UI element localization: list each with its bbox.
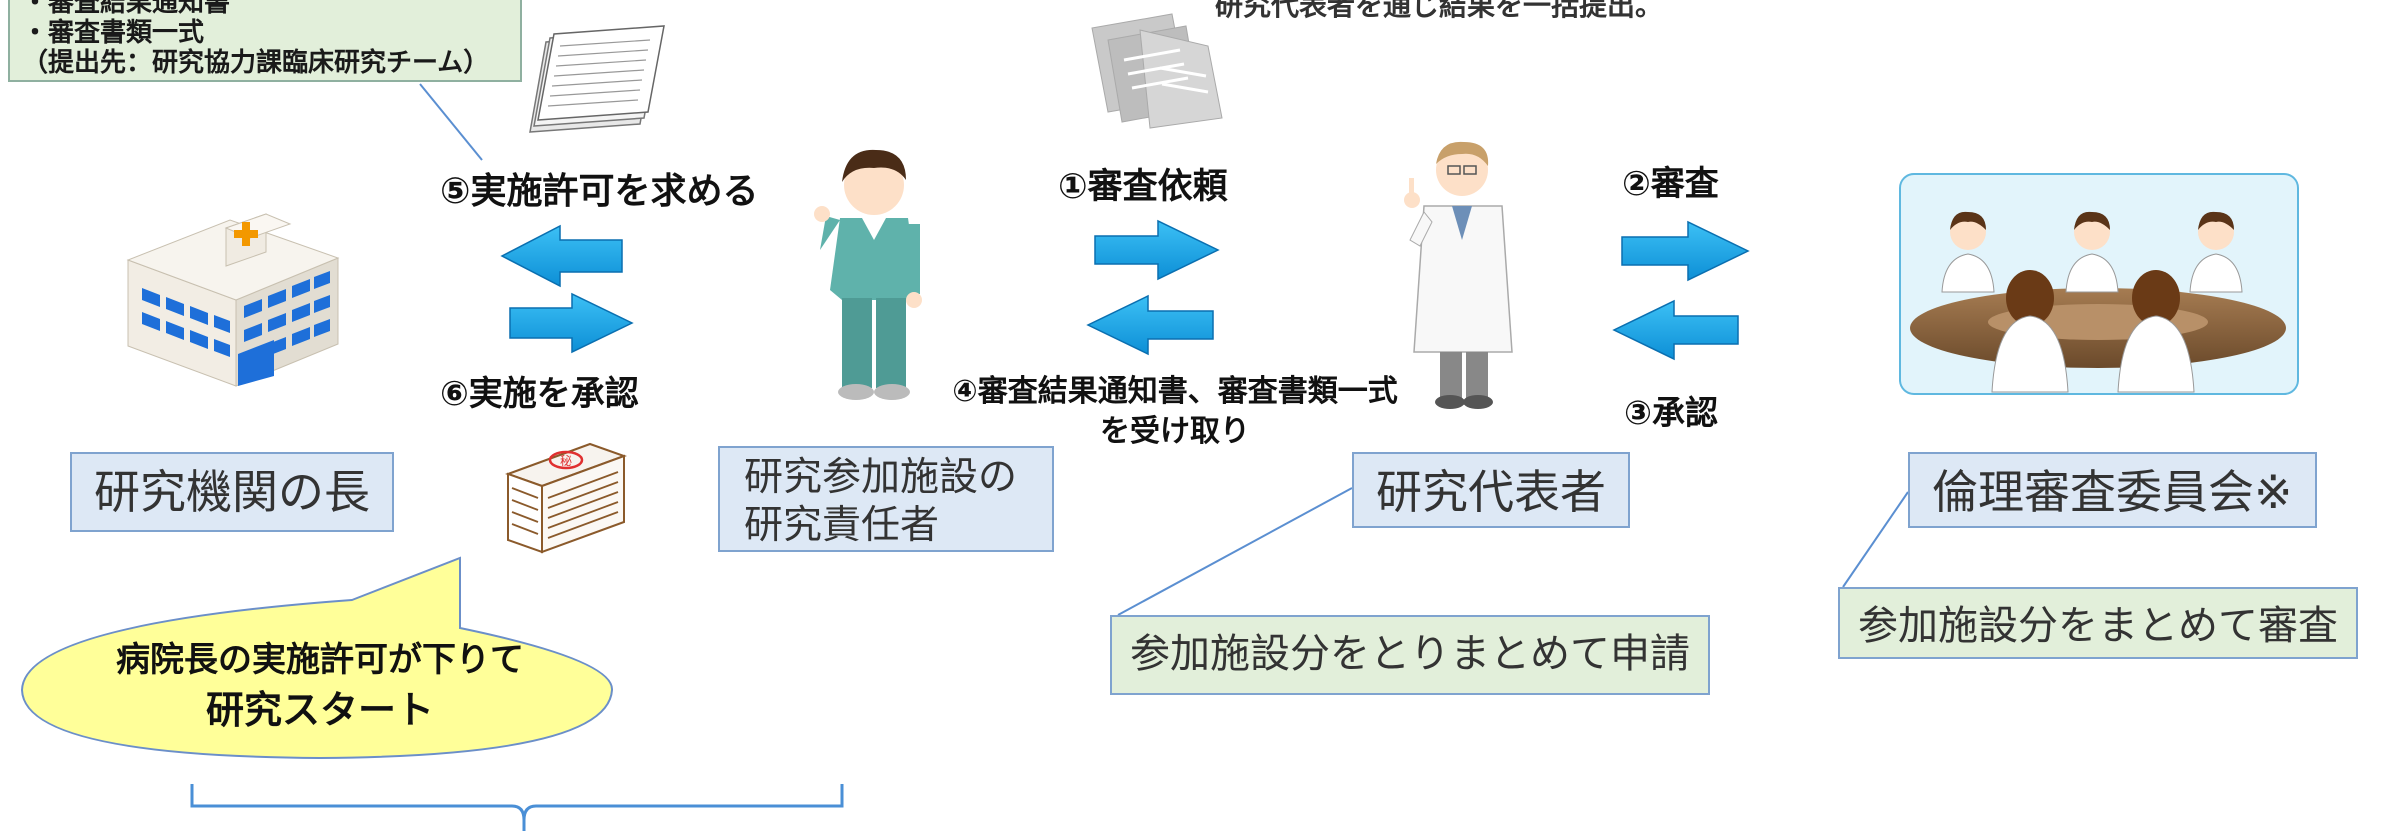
pi-label-line-1: 研究参加施設の	[744, 455, 1018, 500]
documents-icon	[1091, 13, 1223, 129]
arrow-left-4	[1086, 294, 1214, 356]
arrow-right-6	[509, 292, 634, 354]
approval-document-stack-icon: 秘	[505, 442, 627, 554]
note-connector-line	[419, 83, 483, 161]
note-committee-reviews: 参加施設分をまとめて審査	[1838, 587, 2358, 659]
step-4-label: ④審査結果通知書、審査書類一式 を受け取り	[932, 372, 1418, 452]
step-3-label: ③承認	[1624, 393, 1718, 432]
submission-note-line-1: ・審査結果通知書	[22, 0, 231, 18]
label-site-principal-investigator: 研究参加施設の 研究責任者	[718, 446, 1054, 552]
hospital-icon	[126, 213, 340, 387]
note-representative-applies: 参加施設分をとりまとめて申請	[1110, 615, 1710, 695]
step-4-line-2: を受け取り	[1100, 414, 1250, 449]
bubble-line-1: 病院長の実施許可が下りて	[116, 640, 524, 680]
ethics-committee-icon	[1899, 173, 2299, 395]
step-2-label: ②審査	[1622, 164, 1719, 204]
irb-note-connector-line	[1842, 491, 1909, 588]
submission-note-line-2: ・審査書類一式	[22, 18, 205, 48]
label-head-of-institution: 研究機関の長	[70, 452, 394, 532]
arrow-right-1	[1094, 219, 1220, 281]
member-back-row	[1941, 211, 2243, 293]
doctor-icon	[814, 149, 922, 400]
top-center-text: 研究代表者を通じ結果を一括提出。	[1215, 0, 1664, 22]
member-front-row	[1991, 270, 2195, 393]
arrow-left-3	[1612, 299, 1739, 361]
label-research-representative: 研究代表者	[1352, 452, 1630, 528]
arrow-right-2	[1621, 220, 1750, 282]
label-ethics-committee: 倫理審査委員会※	[1908, 452, 2317, 528]
speech-bubble-shape	[20, 556, 614, 760]
step-1-label: ①審査依頼	[1058, 167, 1228, 207]
document-stack-icon	[529, 25, 665, 133]
step-5-label: ⑤実施許可を求める	[440, 171, 759, 212]
research-representative-icon	[1404, 141, 1513, 409]
svg-text:秘: 秘	[560, 454, 572, 468]
rep-note-connector-line	[1117, 487, 1353, 616]
bubble-line-2: 研究スタート	[205, 688, 434, 732]
submission-note-line-3: （提出先：研究協力課臨床研究チーム）	[22, 48, 490, 78]
step-4-line-1: ④審査結果通知書、審査書類一式	[952, 374, 1398, 409]
arrow-left-5	[500, 224, 623, 288]
curly-bracket	[190, 784, 844, 831]
bubble-text: 病院長の実施許可が下りて 研究スタート	[40, 636, 600, 736]
pi-label-line-2: 研究責任者	[744, 503, 940, 548]
step-6-label: ⑥実施を承認	[440, 374, 639, 414]
submission-note: ・審査結果通知書 ・審査書類一式 （提出先：研究協力課臨床研究チーム）	[8, 0, 522, 82]
